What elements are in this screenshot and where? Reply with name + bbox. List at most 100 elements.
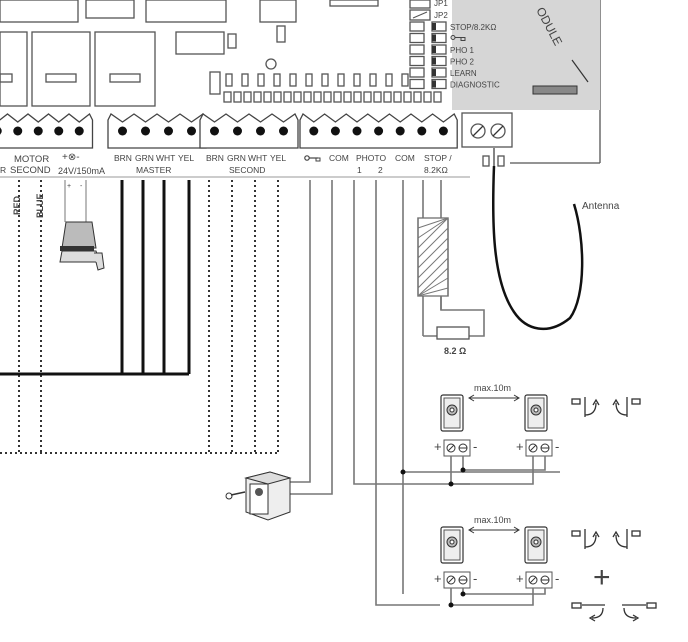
smd-component	[403, 91, 412, 103]
terminal-label: R	[0, 165, 6, 175]
terminal-screw[interactable]	[438, 126, 448, 136]
photo1-label: 1	[357, 165, 362, 175]
dip-lever	[432, 46, 436, 53]
smd-component	[283, 91, 292, 103]
smd-component	[253, 91, 262, 103]
terminal-block	[299, 113, 458, 149]
relay-large	[31, 31, 91, 107]
terminal-screw[interactable]	[279, 126, 288, 136]
terminal-block	[0, 112, 94, 149]
dip-lever	[432, 23, 436, 30]
wire-label: GRN	[135, 153, 154, 163]
terminal-blocks	[0, 112, 458, 149]
stop-ohm-label: 8.2KΩ	[424, 165, 448, 175]
smd-component	[383, 91, 392, 103]
terminal-screw[interactable]	[33, 126, 43, 136]
com-label: COM	[329, 153, 349, 163]
smd-component	[289, 73, 297, 87]
relay-large	[94, 31, 156, 107]
dip-label: PHO 2	[450, 58, 475, 67]
smd-component	[321, 73, 329, 87]
smd-component	[225, 73, 233, 87]
smd-component	[423, 91, 432, 103]
lamp-rating: 24V/150mA	[58, 166, 105, 176]
capacitor	[209, 71, 221, 95]
smd-component	[263, 91, 272, 103]
stop-label: STOP /	[424, 153, 452, 163]
terminal-screw[interactable]	[256, 126, 265, 136]
smd-component	[313, 91, 322, 103]
photo2-label: 2	[378, 165, 383, 175]
smd-component	[385, 73, 393, 87]
led	[265, 58, 277, 70]
dip-lever	[432, 69, 436, 76]
terminal-screw[interactable]	[118, 126, 127, 136]
antenna-terminal[interactable]	[461, 112, 513, 148]
input-wiring: 8.2 Ω	[225, 180, 560, 606]
beam-direction-icon	[571, 397, 641, 417]
terminal-screw[interactable]	[417, 126, 427, 136]
dip-lever	[432, 57, 436, 65]
component	[227, 33, 237, 49]
smd-component	[233, 91, 242, 103]
wire-label: BRN	[114, 153, 132, 163]
lamp-symbol: +⊗-	[62, 152, 80, 163]
antenna-label: Antenna	[582, 201, 620, 212]
lamp-plus: +	[67, 183, 71, 190]
terminal-screw[interactable]	[330, 126, 340, 136]
screw[interactable]	[490, 123, 506, 139]
key-icon	[450, 35, 466, 41]
plus-symbol: +	[593, 561, 611, 594]
terminal-block	[107, 113, 207, 149]
jumper-label: JP2	[434, 11, 448, 20]
beam-direction-icon	[571, 602, 657, 622]
key-selector-switch-icon[interactable]	[225, 471, 292, 521]
terminal-screw[interactable]	[141, 126, 150, 136]
terminal-screw[interactable]	[233, 126, 242, 136]
photo-label: PHOTO	[356, 153, 386, 163]
dip-switch-left	[409, 32, 425, 44]
terminal-screw[interactable]	[54, 126, 64, 136]
dip-label: DIAGNOSTIC	[450, 81, 500, 90]
smd-component	[273, 91, 282, 103]
wire-label: WHT	[248, 153, 267, 163]
jumper-label: JP1	[434, 0, 448, 8]
dip-label: PHO 1	[450, 46, 475, 55]
smd-component	[363, 91, 372, 103]
terminal-screw[interactable]	[187, 126, 196, 136]
terminal-screw[interactable]	[164, 126, 173, 136]
terminal-screw[interactable]	[352, 126, 362, 136]
terminal-screw[interactable]	[374, 126, 384, 136]
motor-label: MOTOR	[14, 154, 49, 165]
smd-component	[241, 73, 249, 87]
smd-component	[333, 91, 342, 103]
smd-component	[293, 91, 302, 103]
dip-switch-left	[409, 44, 425, 55]
flashing-lamp-icon	[59, 221, 105, 271]
terminal-screw[interactable]	[395, 126, 405, 136]
module-connector	[532, 85, 578, 95]
terminal-screw[interactable]	[13, 126, 23, 136]
smd-component	[343, 91, 352, 103]
plus-terminal-label: +	[434, 439, 442, 454]
smd-component	[353, 73, 361, 87]
screw[interactable]	[470, 123, 486, 139]
terminal-screw[interactable]	[309, 126, 319, 136]
resistor-symbol	[0, 73, 13, 83]
photocell-pairs: max.10m+-+-max.10m+-+-	[434, 383, 657, 622]
plus-terminal-label: +	[434, 571, 442, 586]
terminal-screw[interactable]	[210, 126, 219, 136]
key-icon	[304, 155, 321, 162]
dip-switch-left	[409, 67, 425, 78]
max-distance-label: max.10m	[474, 383, 511, 393]
wire-color-blue: BLUE	[35, 194, 45, 219]
terminal-screw[interactable]	[0, 127, 2, 136]
terminal-screw[interactable]	[74, 126, 84, 136]
terminal-labels: R MOTOR SECOND +⊗- 24V/150mA BRN GRN WHT…	[0, 152, 452, 176]
dip-switch-left	[409, 55, 425, 67]
smd-component	[223, 91, 232, 103]
beam-direction-icon	[571, 529, 641, 549]
minus-terminal-label: -	[555, 439, 559, 454]
dip-switch-left	[409, 21, 425, 32]
